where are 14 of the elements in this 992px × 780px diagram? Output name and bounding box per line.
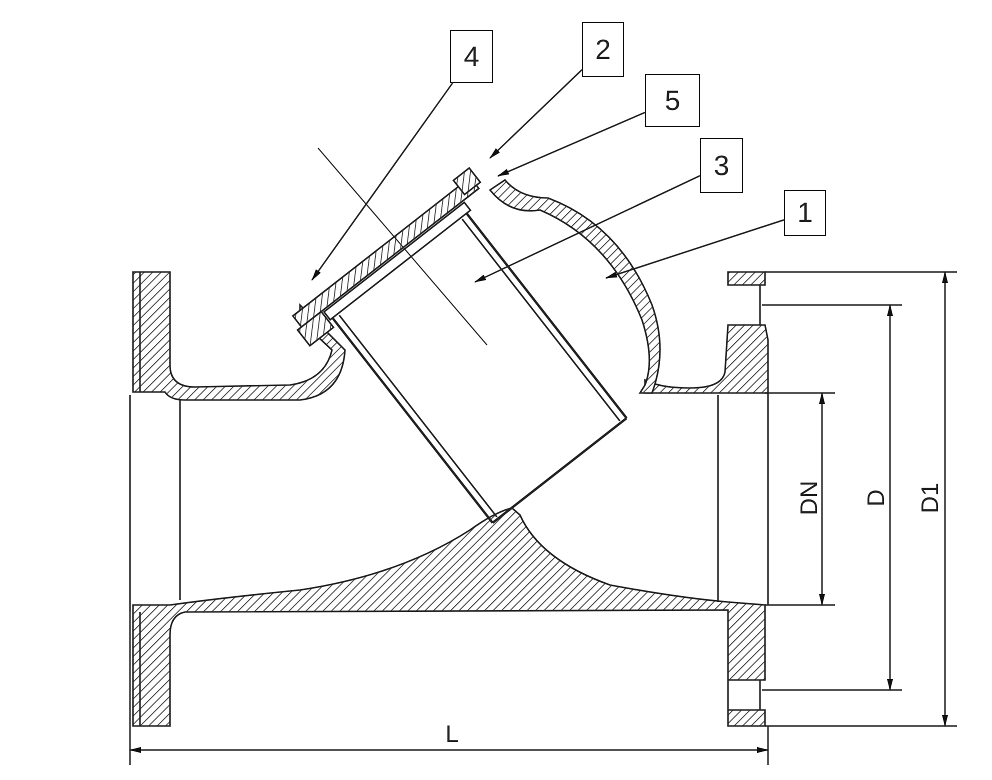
dimension-label: D [865, 489, 889, 507]
leader-line [474, 174, 700, 283]
leader-line [489, 69, 583, 159]
dimension-label: L [445, 723, 459, 747]
callout-number: 2 [582, 22, 624, 77]
leader-line [311, 82, 454, 281]
leader-line [605, 219, 784, 279]
callout-number: 1 [784, 190, 826, 236]
dimension-label: DN [798, 480, 822, 516]
callout-number: 4 [450, 30, 493, 83]
callout-number: 3 [700, 138, 743, 193]
leader-line [497, 112, 646, 177]
callout-number: 5 [645, 74, 700, 127]
dimension-label: D1 [919, 482, 943, 514]
